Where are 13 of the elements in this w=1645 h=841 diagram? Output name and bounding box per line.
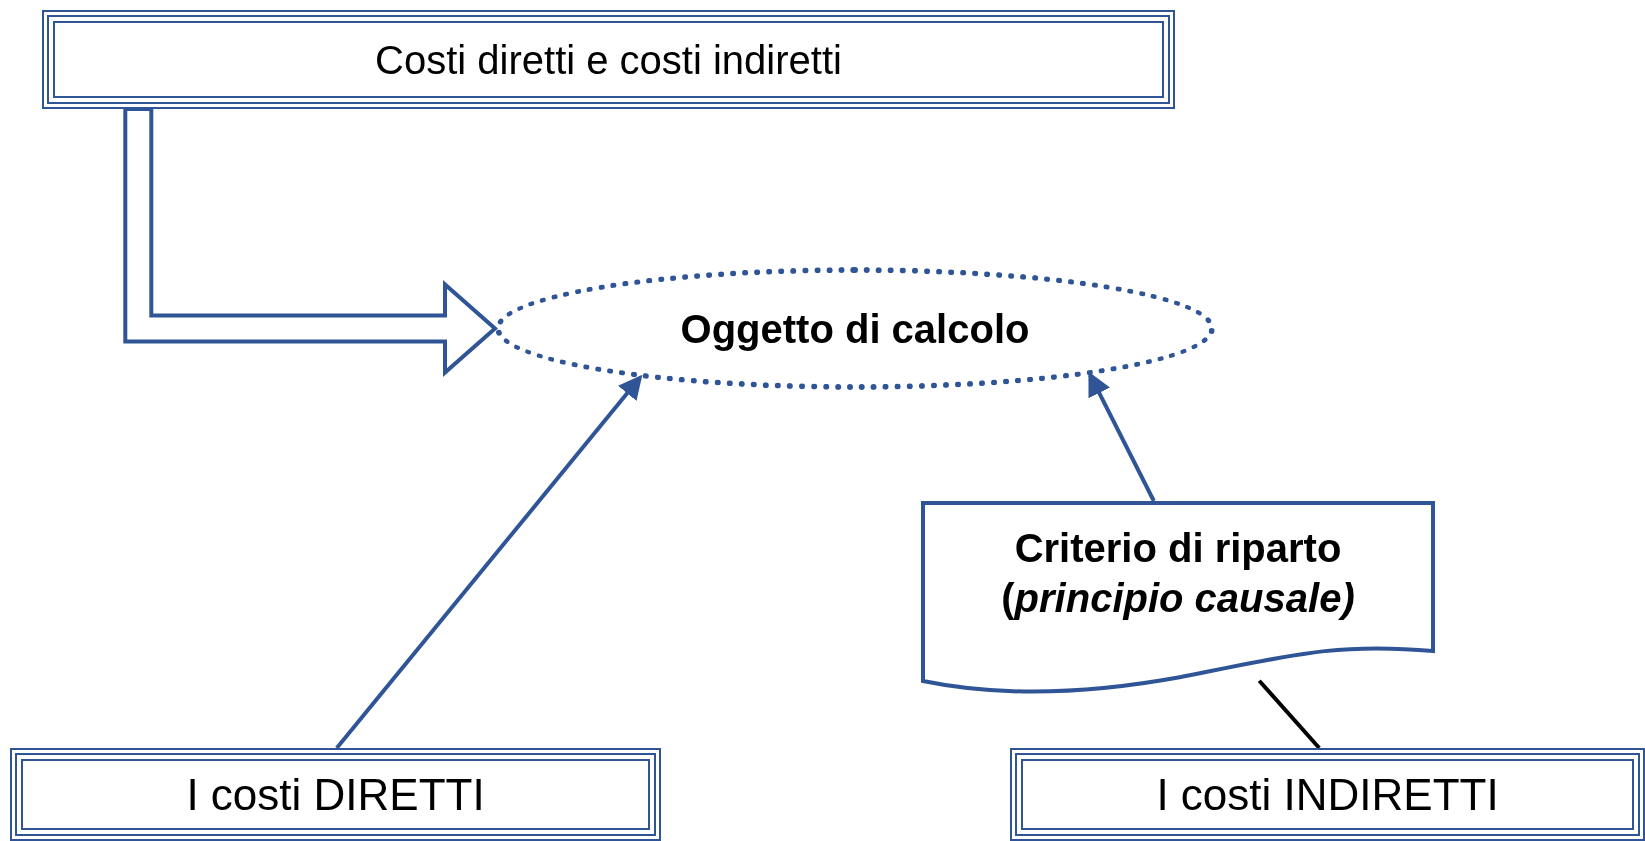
node-text: (principio causale) (1001, 575, 1355, 622)
bent-block-arrow (123, 107, 499, 377)
title-box (42, 10, 1175, 109)
title-box (10, 748, 661, 841)
dotted-ellipse (495, 267, 1215, 390)
document-shape (921, 501, 1435, 697)
arrow (335, 374, 643, 750)
title-box (1010, 748, 1645, 841)
node-text: Oggetto di calcolo (680, 305, 1030, 353)
node-text: Criterio di riparto (1014, 525, 1342, 572)
node-text: Costi diretti e costi indiretti (375, 36, 842, 84)
node-text: I costi INDIRETTI (1156, 769, 1499, 821)
node-text: I costi DIRETTI (186, 769, 485, 821)
